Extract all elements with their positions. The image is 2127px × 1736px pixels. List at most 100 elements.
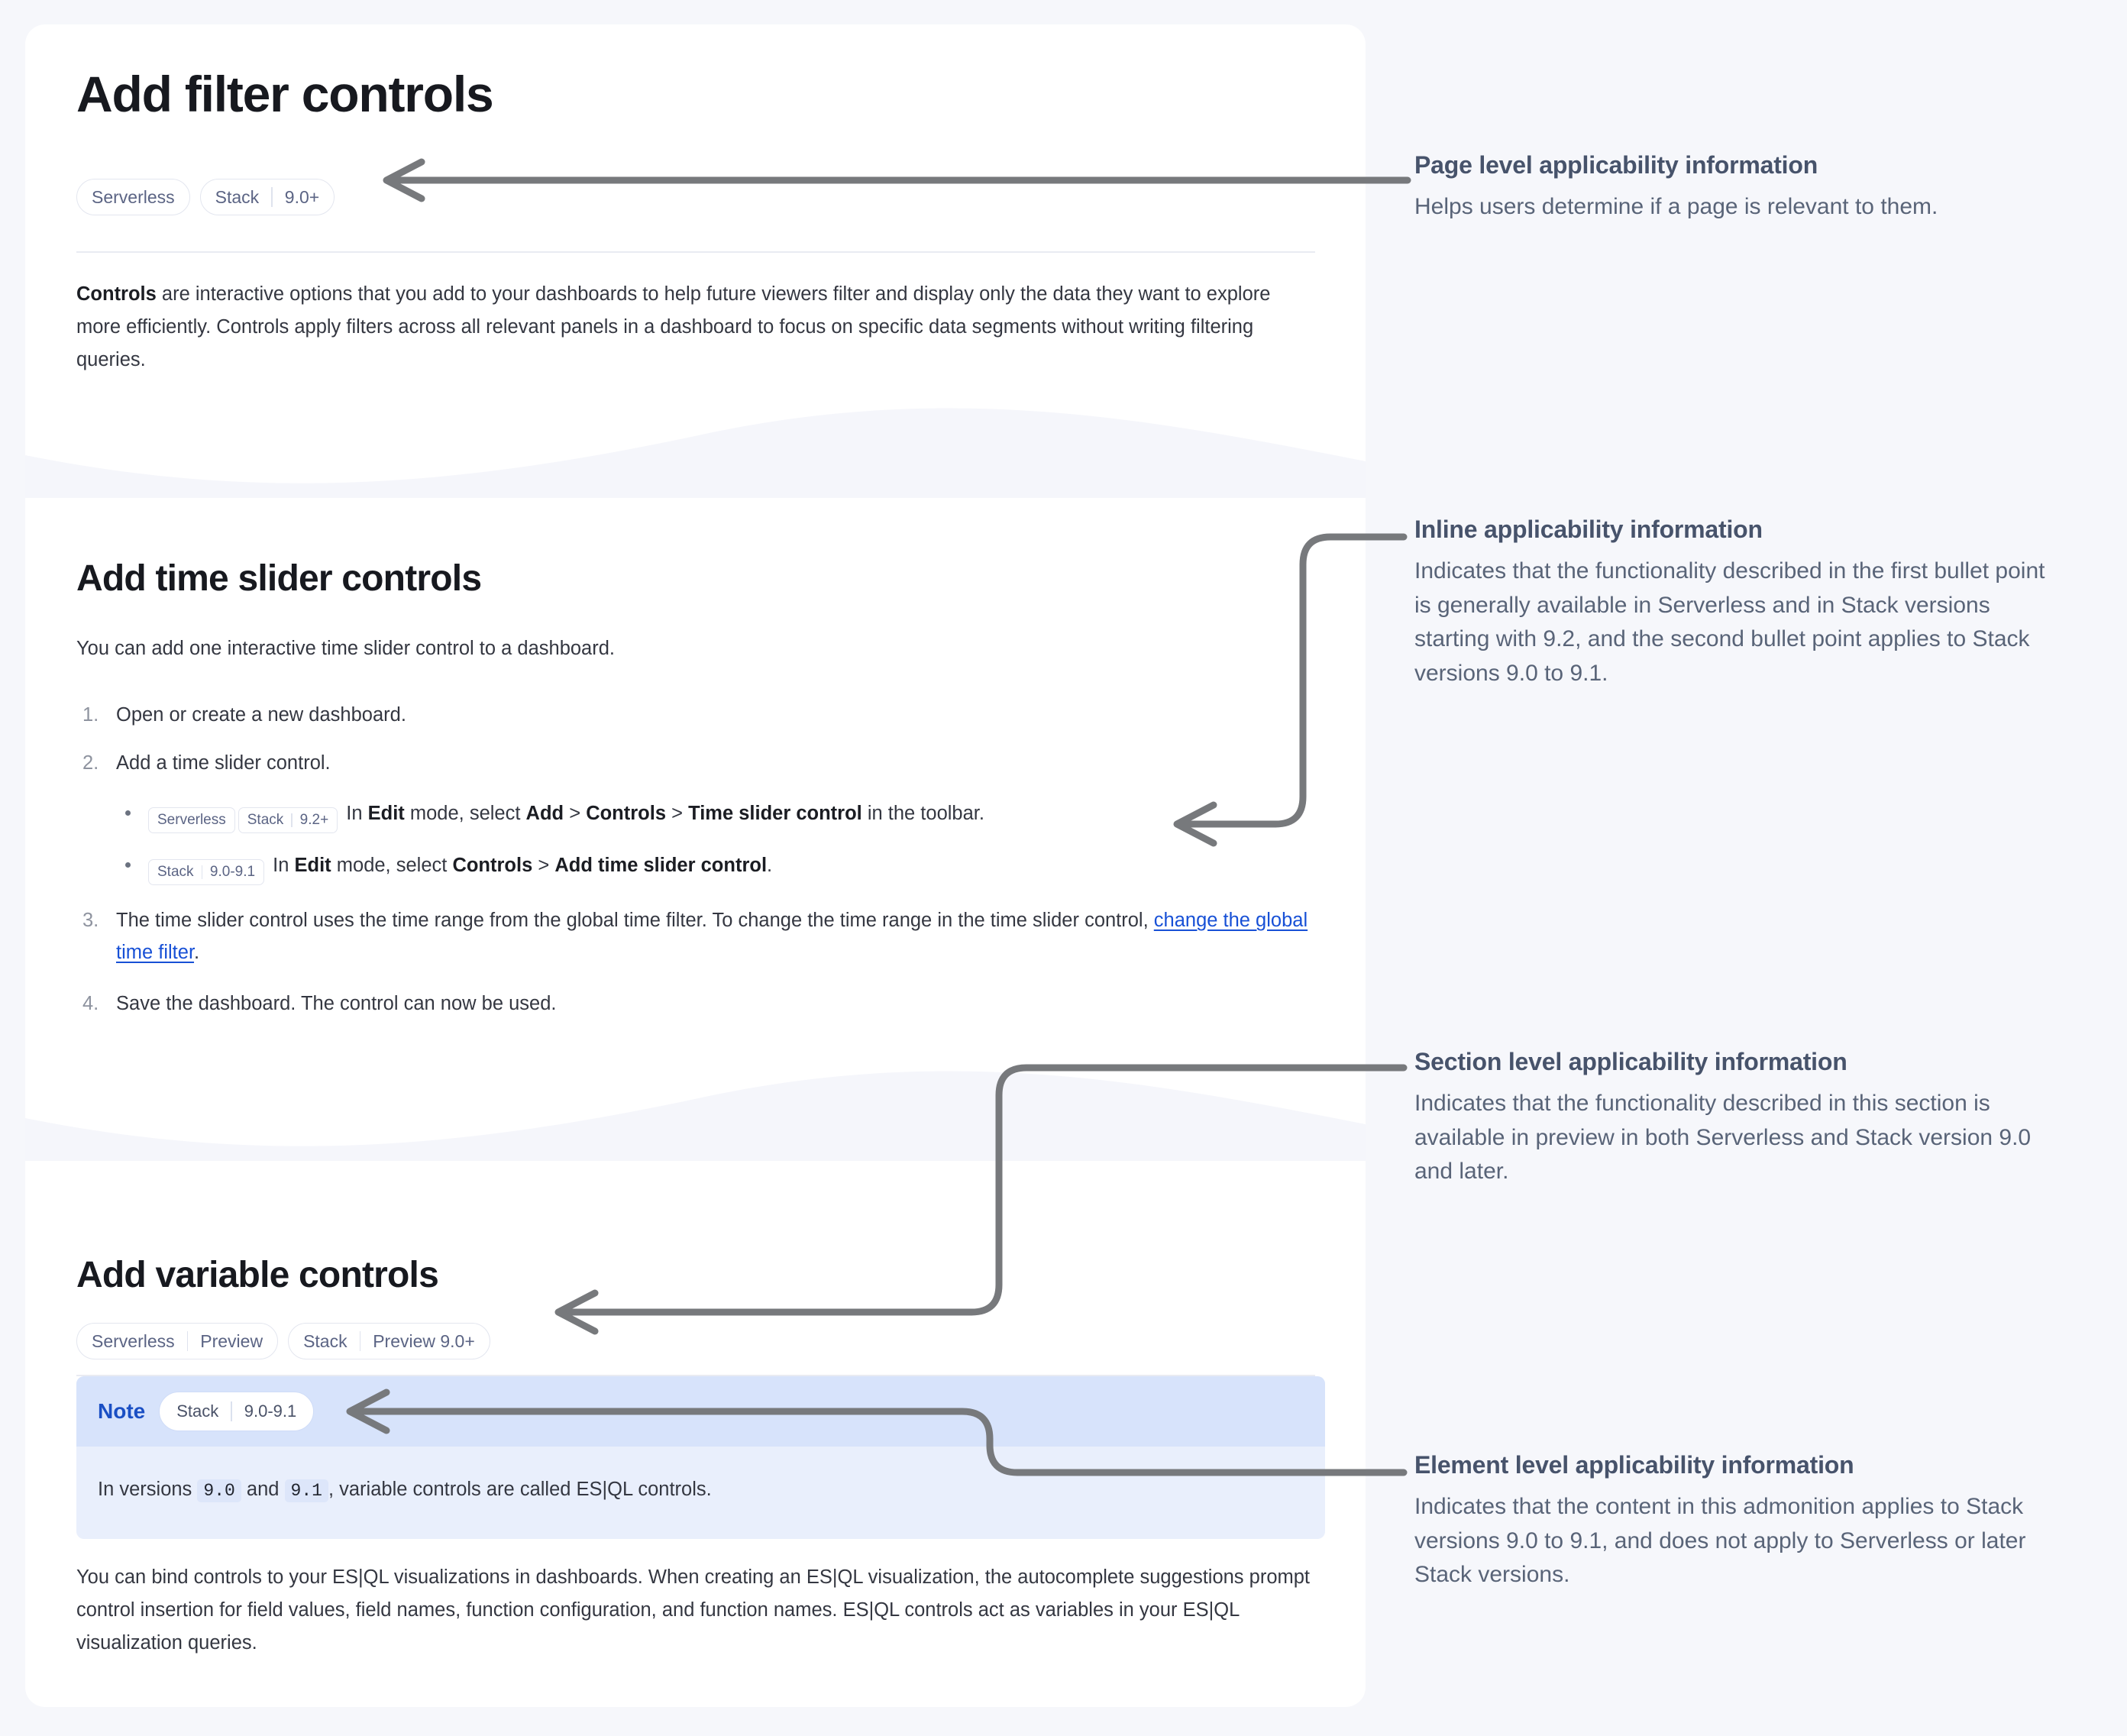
- badge-version: 9.2+: [299, 811, 329, 828]
- seg: Time slider control: [688, 802, 862, 824]
- global-time-filter-link[interactable]: change the global time filter: [116, 910, 1308, 963]
- badge-divider: [291, 813, 293, 827]
- step-number: 2.: [82, 752, 99, 774]
- badge-stack-version[interactable]: Stack 9.0+: [199, 179, 335, 215]
- code-version-91: 9.1: [284, 1479, 328, 1502]
- seg: mode, select: [331, 854, 453, 876]
- badge-stack-90-91-inline[interactable]: Stack 9.0-9.1: [148, 859, 265, 886]
- intro-rest: are interactive options that you add to …: [76, 283, 1271, 370]
- badge-version: 9.0-9.1: [209, 863, 256, 880]
- seg: In: [267, 854, 295, 876]
- annotation-element-level: Element level applicability information …: [1414, 1451, 2056, 1592]
- section-title-variable: Add variable controls: [76, 1255, 439, 1295]
- step-number: 3.: [82, 910, 99, 932]
- section-title-time-slider: Add time slider controls: [76, 558, 482, 599]
- time-slider-intro: You can add one interactive time slider …: [76, 638, 615, 659]
- intro-paragraph: Controls are interactive options that yo…: [76, 278, 1317, 376]
- seg: Controls: [452, 854, 533, 876]
- step-text: The time slider control uses the time ra…: [116, 910, 1154, 932]
- badge-label: Serverless: [157, 811, 226, 828]
- annotation-section-level: Section level applicability information …: [1414, 1048, 2056, 1189]
- step-text: Open or create a new dashboard.: [116, 704, 406, 726]
- section-applicability-badges: Serverless Preview Stack Preview 9.0+: [76, 1323, 490, 1359]
- badge-state-version: Preview 9.0+: [373, 1330, 475, 1351]
- annotation-page-level: Page level applicability information Hel…: [1414, 151, 2056, 225]
- variable-controls-paragraph: You can bind controls to your ES|QL visu…: [76, 1566, 1311, 1654]
- title-divider: [76, 251, 1315, 253]
- annotation-title: Page level applicability information: [1414, 151, 1818, 179]
- badge-serverless[interactable]: Serverless: [76, 179, 190, 215]
- badge-label: Stack: [176, 1401, 219, 1421]
- seg: In: [341, 802, 368, 824]
- annotation-body: Indicates that the content in this admon…: [1414, 1494, 2026, 1588]
- note-header: Note Stack 9.0-9.1: [76, 1376, 1325, 1447]
- badge-label: Serverless: [92, 1330, 175, 1351]
- badge-label: Stack: [303, 1330, 347, 1351]
- badge-stack-preview-90[interactable]: Stack Preview 9.0+: [288, 1323, 490, 1359]
- section-wave-divider-2: [25, 1069, 1366, 1161]
- badge-state: Preview: [200, 1330, 263, 1351]
- seg: mode, select: [404, 802, 526, 824]
- badge-divider: [359, 1331, 361, 1351]
- bullet-dot-icon: [125, 862, 131, 868]
- seg: Controls: [586, 802, 667, 824]
- note-label: Note: [98, 1399, 146, 1423]
- bullet-dot-icon: [125, 810, 131, 816]
- seg: Add time slider control: [554, 854, 768, 876]
- badge-serverless-preview[interactable]: Serverless Preview: [76, 1323, 279, 1359]
- badge-label: Stack: [215, 186, 260, 207]
- annotation-title: Inline applicability information: [1414, 516, 1763, 543]
- annotation-title: Element level applicability information: [1414, 1451, 1854, 1479]
- sub-bullet-1: Serverless Stack 9.2+ In Edit mode, sele…: [116, 798, 1317, 833]
- code-version-90: 9.0: [197, 1479, 241, 1502]
- step-text: Add a time slider control.: [116, 752, 331, 774]
- page-title: Add filter controls: [76, 66, 494, 122]
- section-divider: [76, 1375, 1315, 1376]
- note-body: In versions 9.0 and 9.1, variable contro…: [76, 1447, 1325, 1539]
- badge-divider: [231, 1401, 232, 1421]
- sub-bullet-text: In Edit mode, select Controls > Add time…: [267, 855, 772, 876]
- time-slider-steps: 1. Open or create a new dashboard. 2. Ad…: [76, 683, 1317, 1020]
- seg: Edit: [367, 802, 405, 824]
- annotation-body: Indicates that the functionality describ…: [1414, 558, 2045, 687]
- section-wave-divider: [25, 406, 1366, 498]
- note-admonition: Note Stack 9.0-9.1 In versions 9.0 and 9…: [76, 1376, 1325, 1539]
- step-text: Save the dashboard. The control can now …: [116, 992, 557, 1014]
- note-text-pre: In versions: [98, 1479, 198, 1500]
- seg: Edit: [294, 854, 331, 876]
- badge-divider: [186, 1331, 189, 1351]
- seg: in the toolbar.: [861, 802, 984, 824]
- step-text-tail: .: [194, 941, 200, 963]
- step-2-sub-bullets: Serverless Stack 9.2+ In Edit mode, sele…: [116, 798, 1317, 886]
- step-3: 3. The time slider control uses the time…: [76, 905, 1317, 968]
- badge-serverless-inline[interactable]: Serverless: [148, 807, 235, 833]
- note-text-post: , variable controls are called ES|QL con…: [328, 1479, 712, 1500]
- page-applicability-badges: Serverless Stack 9.0+: [76, 179, 335, 215]
- badge-label: Stack: [157, 863, 194, 880]
- badge-stack-92-inline[interactable]: Stack 9.2+: [238, 807, 338, 833]
- badge-note-stack-90-91[interactable]: Stack 9.0-9.1: [159, 1392, 315, 1431]
- badge-version: 9.0-9.1: [244, 1401, 297, 1421]
- badge-label: Stack: [247, 811, 284, 828]
- annotation-body: Helps users determine if a page is relev…: [1414, 194, 1938, 219]
- annotation-body: Indicates that the functionality describ…: [1414, 1091, 2032, 1185]
- seg: Add: [525, 802, 564, 824]
- seg: >: [532, 854, 555, 876]
- note-text-mid: and: [241, 1479, 285, 1500]
- annotation-title: Section level applicability information: [1414, 1048, 1847, 1075]
- badge-version: 9.0+: [284, 186, 320, 207]
- badge-divider: [271, 187, 273, 207]
- step-1: 1. Open or create a new dashboard.: [76, 700, 1317, 731]
- annotation-inline-level: Inline applicability information Indicat…: [1414, 516, 2056, 691]
- step-4: 4. Save the dashboard. The control can n…: [76, 988, 1317, 1020]
- step-2: 2. Add a time slider control. Serverless…: [76, 748, 1317, 886]
- step-number: 4.: [82, 992, 99, 1014]
- seg: >: [564, 802, 587, 824]
- seg: >: [666, 802, 689, 824]
- sub-bullet-2: Stack 9.0-9.1 In Edit mode, select Contr…: [116, 850, 1317, 886]
- intro-lead: Controls: [76, 283, 157, 305]
- sub-bullet-text: In Edit mode, select Add > Controls > Ti…: [341, 803, 984, 824]
- step-number: 1.: [82, 704, 99, 726]
- seg: .: [767, 854, 773, 876]
- badge-label: Serverless: [92, 186, 175, 207]
